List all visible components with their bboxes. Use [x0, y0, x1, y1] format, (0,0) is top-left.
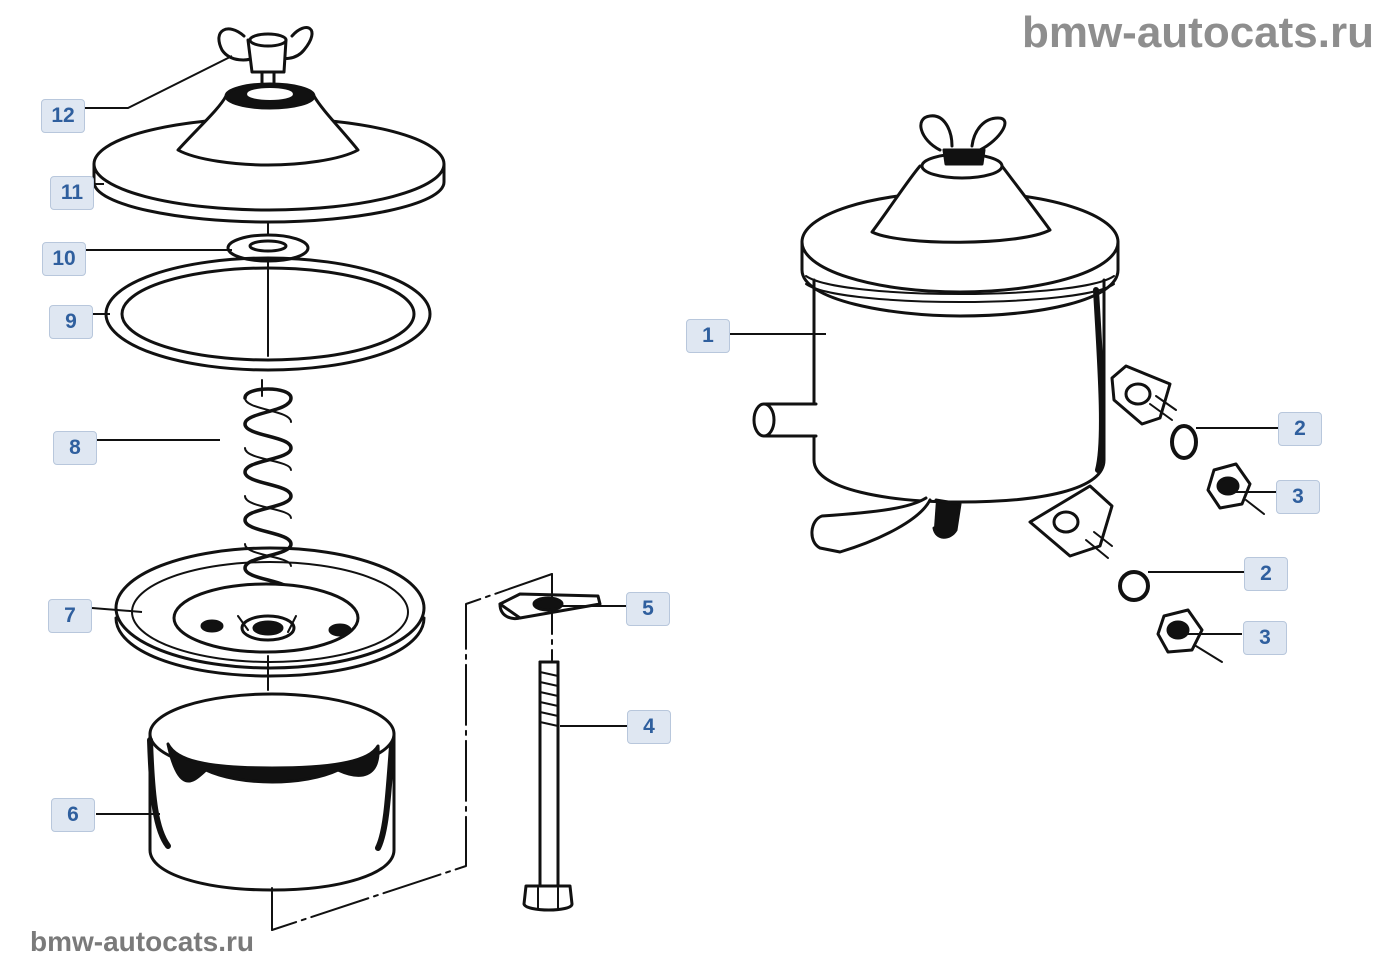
callout-2-upper: 2 — [1278, 412, 1322, 446]
reservoir-assembly — [752, 114, 1265, 663]
watermark-bottom: bmw-autocats.ru — [30, 926, 255, 957]
callout-3-upper: 3 — [1276, 480, 1320, 514]
callout-8: 8 — [53, 431, 97, 465]
spring-part — [243, 379, 293, 612]
callout-1: 1 — [686, 319, 730, 353]
spring-plate-part — [114, 546, 426, 678]
callout-2-lower: 2 — [1244, 557, 1288, 591]
callout-10: 10 — [42, 242, 86, 276]
filter-element-part — [147, 692, 396, 892]
callout-4: 4 — [627, 710, 671, 744]
callout-9: 9 — [49, 305, 93, 339]
callout-6: 6 — [51, 798, 95, 832]
clip-part — [498, 592, 602, 621]
callout-11: 11 — [50, 176, 94, 210]
callout-12: 12 — [41, 99, 85, 133]
cover-part — [92, 82, 446, 224]
watermark-top: bmw-autocats.ru — [1021, 8, 1374, 57]
wing-nut-part — [217, 26, 314, 92]
center-bolt-part — [522, 660, 574, 912]
washer-part — [226, 233, 310, 263]
callout-5: 5 — [626, 592, 670, 626]
callout-3-lower: 3 — [1243, 621, 1287, 655]
callout-7: 7 — [48, 599, 92, 633]
